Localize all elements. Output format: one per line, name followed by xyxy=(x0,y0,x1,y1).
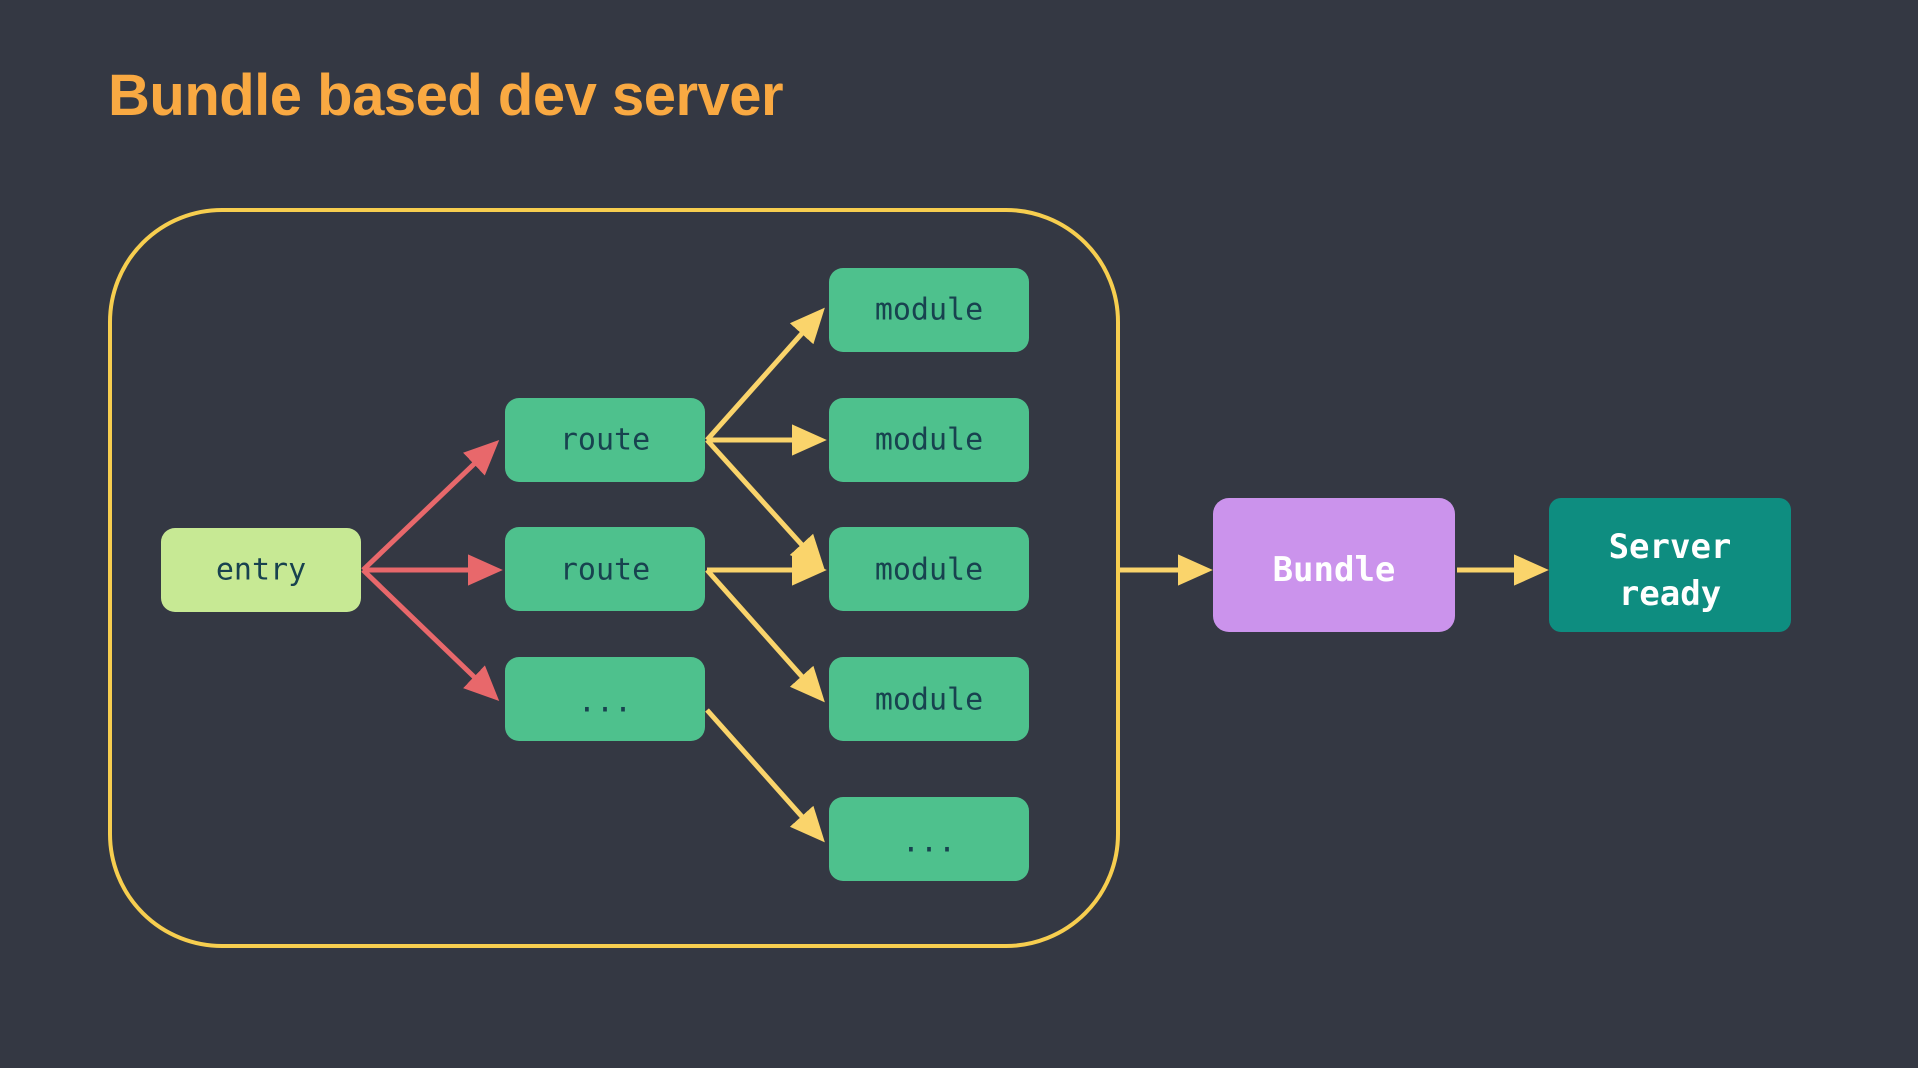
node-route-1-label: route xyxy=(560,423,650,458)
edge-route-1-to-module-3 xyxy=(705,438,825,571)
node-entry-label: entry xyxy=(216,553,306,588)
edge-group-routes-modules xyxy=(705,307,827,843)
node-module-1-label: module xyxy=(875,293,983,328)
edge-route-ellipsis-to-module-ellipsis xyxy=(705,708,825,843)
node-module-ellipsis-label: ... xyxy=(902,825,956,860)
node-bundle-label: Bundle xyxy=(1273,550,1396,590)
node-server-ready-label-line-1: Server xyxy=(1609,527,1732,567)
node-module-ellipsis[interactable]: ... xyxy=(829,797,1029,881)
node-module-1-box[interactable] xyxy=(829,268,1029,352)
node-route-ellipsis-label: ... xyxy=(578,685,632,720)
node-server-ready-label-line-2: ready xyxy=(1619,574,1721,614)
edge-route-2-to-module-4 xyxy=(705,568,825,703)
node-route-1[interactable]: route xyxy=(505,398,705,482)
node-module-3[interactable]: module xyxy=(829,527,1029,611)
node-entry-box[interactable] xyxy=(161,528,361,612)
node-bundle-box[interactable] xyxy=(1213,498,1455,632)
node-module-2-label: module xyxy=(875,423,983,458)
node-module-3-label: module xyxy=(875,553,983,588)
node-server-ready[interactable]: Server ready xyxy=(1549,498,1791,632)
node-module-4-box[interactable] xyxy=(829,657,1029,741)
node-route-ellipsis-box[interactable] xyxy=(505,657,705,741)
edge-group-entry-routes xyxy=(361,439,503,702)
node-route-1-box[interactable] xyxy=(505,398,705,482)
node-module-4-label: module xyxy=(875,683,983,718)
node-module-3-box[interactable] xyxy=(829,527,1029,611)
edge-route-1-to-module-1 xyxy=(705,307,825,442)
edge-entry-to-route-1 xyxy=(361,439,500,572)
node-route-2-label: route xyxy=(560,553,650,588)
node-module-2-box[interactable] xyxy=(829,398,1029,482)
page-title: Bundle based dev server xyxy=(108,63,784,128)
edge-entry-to-route-ellipsis xyxy=(361,568,500,702)
bundle-group-container xyxy=(108,208,1120,948)
node-module-ellipsis-box[interactable] xyxy=(829,797,1029,881)
node-route-2[interactable]: route xyxy=(505,527,705,611)
node-entry[interactable]: entry xyxy=(161,528,361,612)
node-route-2-box[interactable] xyxy=(505,527,705,611)
node-bundle[interactable]: Bundle xyxy=(1213,498,1455,632)
node-module-4[interactable]: module xyxy=(829,657,1029,741)
node-module-1[interactable]: module xyxy=(829,268,1029,352)
node-module-2[interactable]: module xyxy=(829,398,1029,482)
node-server-ready-box[interactable] xyxy=(1549,498,1791,632)
node-route-ellipsis[interactable]: ... xyxy=(505,657,705,741)
